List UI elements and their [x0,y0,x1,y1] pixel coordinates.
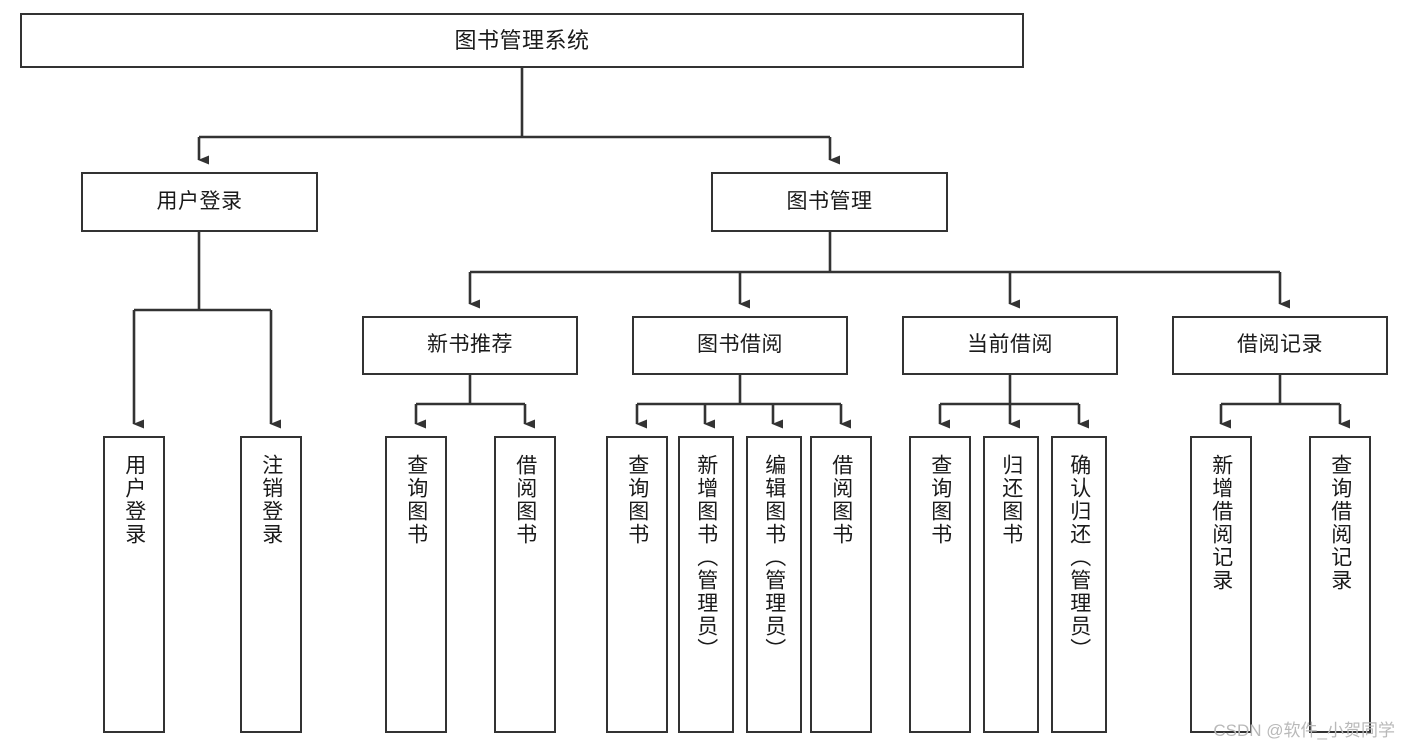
node-root-label: 图书管理系统 [454,27,590,53]
node-leaf-query-book-1[interactable]: 查询图书 [385,436,447,733]
node-book-manage-label: 图书管理 [786,189,873,213]
node-book-manage[interactable]: 图书管理 [711,172,948,232]
node-book-borrow-label: 图书借阅 [697,333,783,357]
node-leaf-return-book[interactable]: 归还图书 [983,436,1039,733]
node-borrow-record-label: 借阅记录 [1237,333,1323,357]
node-leaf-query-record-label: 查询借阅记录 [1328,454,1352,592]
node-leaf-query-book-1-label: 查询图书 [404,454,428,546]
node-new-book-recommend[interactable]: 新书推荐 [362,316,578,375]
node-leaf-add-record[interactable]: 新增借阅记录 [1190,436,1252,733]
node-leaf-edit-book-label: 编辑图书（管理员） [762,454,786,661]
node-leaf-query-book-2[interactable]: 查询图书 [606,436,668,733]
csdn-watermark: CSDN @软件_小贺同学 [1213,721,1395,740]
node-new-book-recommend-label: 新书推荐 [427,333,513,357]
node-leaf-logout-login[interactable]: 注销登录 [240,436,302,733]
node-user-login[interactable]: 用户登录 [81,172,318,232]
node-leaf-query-book-3[interactable]: 查询图书 [909,436,971,733]
node-leaf-query-book-2-label: 查询图书 [625,454,649,546]
node-leaf-confirm-return-label: 确认归还（管理员） [1067,454,1091,661]
node-leaf-user-login-label: 用户登录 [122,454,146,546]
node-leaf-borrow-book-2-label: 借阅图书 [829,454,853,546]
node-borrow-record[interactable]: 借阅记录 [1172,316,1388,375]
node-leaf-user-login[interactable]: 用户登录 [103,436,165,733]
node-leaf-borrow-book-1-label: 借阅图书 [513,454,537,546]
node-user-login-label: 用户登录 [156,189,243,213]
node-root[interactable]: 图书管理系统 [20,13,1024,68]
node-leaf-query-record[interactable]: 查询借阅记录 [1309,436,1371,733]
node-current-borrow-label: 当前借阅 [967,333,1053,357]
node-leaf-logout-login-label: 注销登录 [259,454,283,546]
node-leaf-query-book-3-label: 查询图书 [928,454,952,546]
node-leaf-confirm-return[interactable]: 确认归还（管理员） [1051,436,1107,733]
node-leaf-add-record-label: 新增借阅记录 [1209,454,1233,592]
node-leaf-return-book-label: 归还图书 [999,454,1023,546]
node-leaf-add-book[interactable]: 新增图书（管理员） [678,436,734,733]
node-leaf-add-book-label: 新增图书（管理员） [694,454,718,661]
node-leaf-borrow-book-1[interactable]: 借阅图书 [494,436,556,733]
node-current-borrow[interactable]: 当前借阅 [902,316,1118,375]
node-book-borrow[interactable]: 图书借阅 [632,316,848,375]
node-leaf-edit-book[interactable]: 编辑图书（管理员） [746,436,802,733]
node-leaf-borrow-book-2[interactable]: 借阅图书 [810,436,872,733]
